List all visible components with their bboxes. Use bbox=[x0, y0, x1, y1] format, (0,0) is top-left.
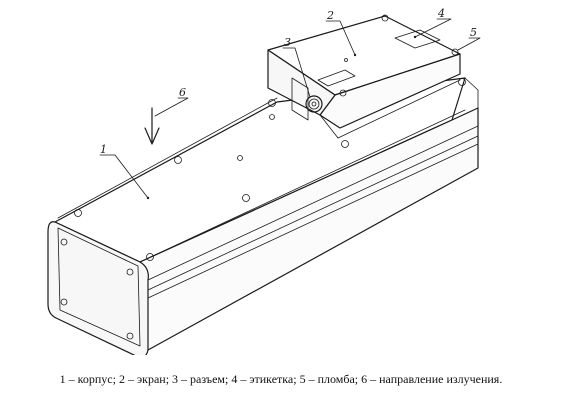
leader-dot bbox=[413, 35, 417, 39]
screw-icon bbox=[341, 140, 349, 148]
screw-icon bbox=[381, 14, 389, 22]
leader-2 bbox=[325, 20, 356, 56]
screen-cover bbox=[267, 14, 461, 139]
device-drawing: 1 2 3 4 5 6 bbox=[47, 7, 481, 355]
screw-icon bbox=[60, 298, 68, 306]
housing-edge-lower bbox=[147, 125, 479, 281]
callout-1: 1 bbox=[100, 143, 107, 156]
screw-icon bbox=[339, 89, 347, 97]
connector-icon bbox=[305, 95, 323, 113]
screw-icon bbox=[451, 48, 459, 56]
screen-slot bbox=[317, 69, 356, 87]
screw-icon bbox=[60, 238, 68, 246]
housing bbox=[47, 77, 479, 355]
callout-4: 4 bbox=[437, 7, 445, 20]
screw-icon bbox=[146, 253, 154, 261]
leader-5 bbox=[457, 37, 481, 51]
callout-leaders bbox=[99, 18, 481, 200]
arrow-head-icon bbox=[144, 127, 160, 145]
callout-2: 2 bbox=[326, 9, 334, 22]
leader-6 bbox=[154, 97, 189, 117]
screw-icon bbox=[174, 156, 182, 164]
connector-block bbox=[291, 77, 309, 121]
leader-dot bbox=[146, 196, 150, 200]
screw-icon bbox=[126, 268, 134, 276]
screw-icon bbox=[458, 78, 466, 86]
figure-caption: 1 – корпус; 2 – экран; 3 – разъем; 4 – э… bbox=[59, 372, 503, 386]
leader-1 bbox=[99, 154, 149, 199]
leader-dot bbox=[353, 53, 357, 57]
callout-6: 6 bbox=[179, 86, 186, 99]
connector-pin bbox=[311, 101, 317, 107]
housing-far-edge bbox=[464, 77, 479, 91]
screw-icon bbox=[269, 114, 275, 120]
connector-inner bbox=[308, 98, 320, 110]
housing-end-face bbox=[47, 221, 149, 355]
screen-base-line-2 bbox=[337, 79, 461, 139]
housing-top-inner-edge bbox=[57, 97, 278, 219]
housing-edge-upper bbox=[139, 109, 466, 263]
radiation-direction-arrow bbox=[144, 107, 160, 145]
screw-icon bbox=[126, 332, 134, 340]
leader-4 bbox=[414, 18, 452, 38]
connector bbox=[291, 77, 323, 121]
callout-3: 3 bbox=[284, 36, 291, 49]
screw-icon bbox=[74, 209, 82, 217]
callout-5: 5 bbox=[470, 26, 477, 39]
hole-icon bbox=[344, 58, 348, 62]
housing-groove-1 bbox=[147, 135, 479, 291]
leader-3 bbox=[282, 47, 311, 98]
housing-end-chamfer bbox=[57, 227, 141, 347]
screen-base-line bbox=[319, 114, 339, 139]
housing-screws bbox=[60, 78, 466, 340]
screw-icon bbox=[268, 99, 276, 107]
label-plate bbox=[394, 29, 441, 49]
hole-icon bbox=[237, 155, 243, 161]
screw-icon bbox=[242, 194, 250, 202]
housing-groove-2 bbox=[147, 143, 479, 299]
